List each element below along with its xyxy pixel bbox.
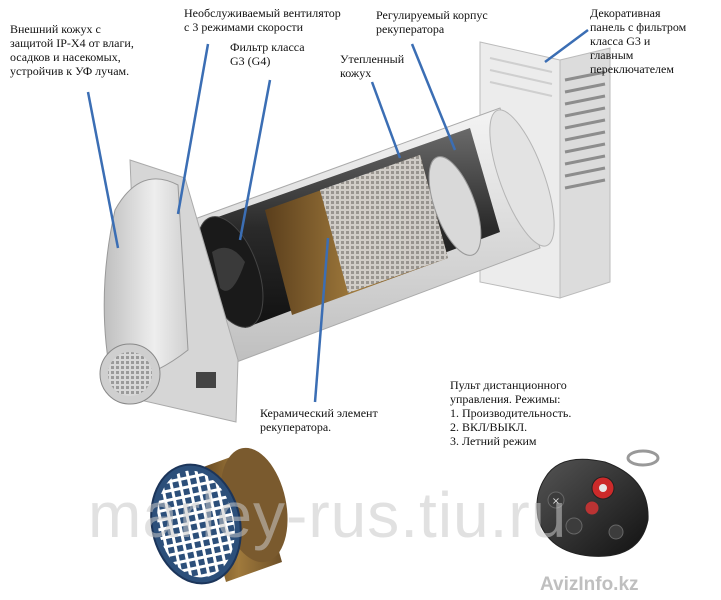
ceramic-element [265,155,482,315]
label-housing: Регулируемый корпус рекуператора [376,8,488,36]
pointer-lines [86,28,589,403]
label-filter: Фильтр класса G3 (G4) [230,40,305,68]
label-ceramic: Керамический элемент рекуператора. [260,406,378,434]
label-insulated: Утепленный кожух [340,52,405,80]
label-panel: Декоративная панель с фильтром класса G3… [590,6,687,76]
corner-logo: AvizInfo.kz [540,574,639,595]
label-outer-hood: Внешний кожух с защитой IP-X4 от влаги, … [10,22,134,78]
watermark: marley-rus.tiu.ru [88,479,568,551]
outer-hood [99,159,239,423]
ceramic-element-closeup [150,447,288,585]
label-fan: Необслуживаемый вентилятор с 3 режимами … [184,6,341,34]
svg-text:×: × [552,496,560,507]
label-remote: Пульт дистанционного управления. Режимы:… [450,378,572,448]
remote-control: × [536,449,660,557]
